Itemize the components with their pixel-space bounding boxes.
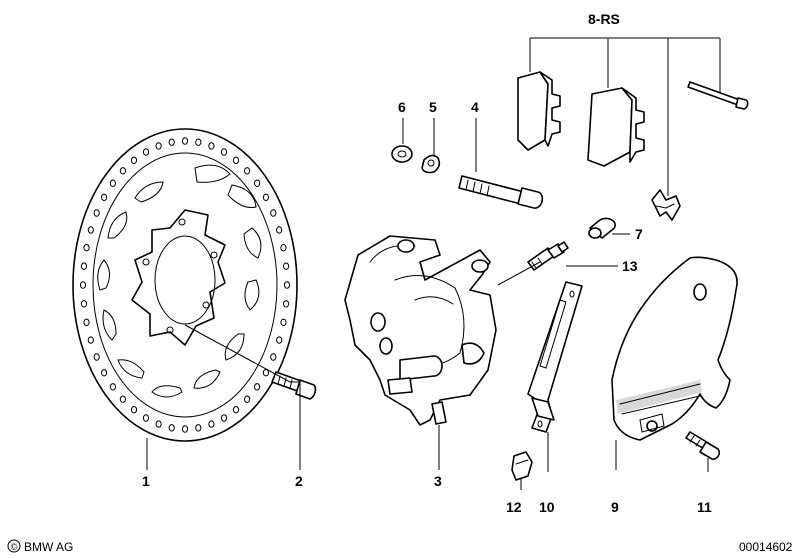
disc-hole <box>220 148 228 156</box>
disc-hole <box>276 336 283 344</box>
guard-bolt <box>685 431 721 460</box>
disc-hole <box>168 424 175 432</box>
callout-11: 11 <box>697 499 712 515</box>
disc-hole <box>80 300 88 308</box>
disc-hole <box>254 383 261 391</box>
disc-hole <box>93 209 100 217</box>
leader-lines <box>146 37 721 490</box>
disc-hole <box>195 138 202 146</box>
disc-hole <box>142 148 150 156</box>
disc-hole <box>155 420 162 428</box>
disc-hole <box>101 193 108 202</box>
disc-hole <box>283 300 290 308</box>
callout-3: 3 <box>434 473 442 489</box>
splash-guard <box>611 256 738 441</box>
disc-hole <box>244 395 251 403</box>
brake-pad-set <box>517 71 749 221</box>
disc-hole <box>220 414 228 422</box>
callout-12: 12 <box>506 499 522 515</box>
disc-hole <box>208 142 215 150</box>
disc-hole <box>93 353 100 361</box>
callout-labels: 1 2 3 4 5 6 7 8-RS 9 10 11 12 13 <box>142 11 712 515</box>
disc-hole <box>262 193 269 202</box>
disc-hole <box>262 369 269 377</box>
disc-hole <box>232 406 240 414</box>
disc-hole <box>254 179 261 187</box>
disc-cooling-slots <box>97 164 262 398</box>
callout-2: 2 <box>295 473 303 489</box>
caliper-bolt <box>458 175 544 209</box>
disc-hole <box>87 226 94 234</box>
disc-hole <box>181 137 189 145</box>
callout-4: 4 <box>471 99 479 115</box>
callout-6: 6 <box>398 99 406 115</box>
disc-hole <box>270 209 277 217</box>
disc-hole <box>83 244 90 252</box>
callout-5: 5 <box>429 99 437 115</box>
disc-hole <box>119 167 127 175</box>
brake-disc <box>72 128 298 442</box>
disc-ventilation-holes <box>79 137 291 433</box>
disc-hole <box>130 156 138 165</box>
callout-7: 7 <box>635 226 643 242</box>
disc-hole <box>276 226 283 234</box>
disc-hole <box>195 424 202 432</box>
callout-1: 1 <box>142 473 150 489</box>
callout-10: 10 <box>539 499 555 515</box>
disc-hole <box>87 336 94 344</box>
footer: © BMW AG 00014602 <box>7 539 793 554</box>
disc-hole <box>168 138 175 146</box>
disc-hole <box>283 281 291 289</box>
disc-hole <box>142 414 150 422</box>
disc-hole <box>244 167 251 175</box>
disc-hole <box>155 142 162 150</box>
disc-hole <box>270 353 277 361</box>
disc-hole <box>80 262 88 270</box>
disc-hole <box>83 318 90 326</box>
disc-hole <box>109 383 117 391</box>
image-number: 00014602 <box>739 540 793 554</box>
copyright-symbol: © <box>11 542 18 552</box>
callout-9: 9 <box>611 499 619 515</box>
spring-washer <box>421 154 441 174</box>
copyright-text: BMW AG <box>24 540 73 554</box>
disc-hole <box>208 420 215 428</box>
disc-hole <box>79 281 87 289</box>
bleeder-cap <box>588 217 616 239</box>
clip-nut <box>511 451 533 481</box>
callout-8-rs: 8-RS <box>588 11 620 27</box>
disc-hole <box>101 369 108 377</box>
disc-hole <box>119 395 127 403</box>
disc-hole <box>283 262 290 270</box>
disc-hole <box>130 406 138 414</box>
brake-caliper <box>344 235 497 426</box>
washer <box>391 145 413 163</box>
disc-hole <box>280 318 287 326</box>
callout-13: 13 <box>622 258 638 274</box>
mounting-bracket <box>527 281 583 433</box>
disc-hole <box>181 425 189 433</box>
disc-hole <box>109 179 117 187</box>
disc-hole <box>232 156 240 165</box>
disc-hole <box>280 244 287 252</box>
